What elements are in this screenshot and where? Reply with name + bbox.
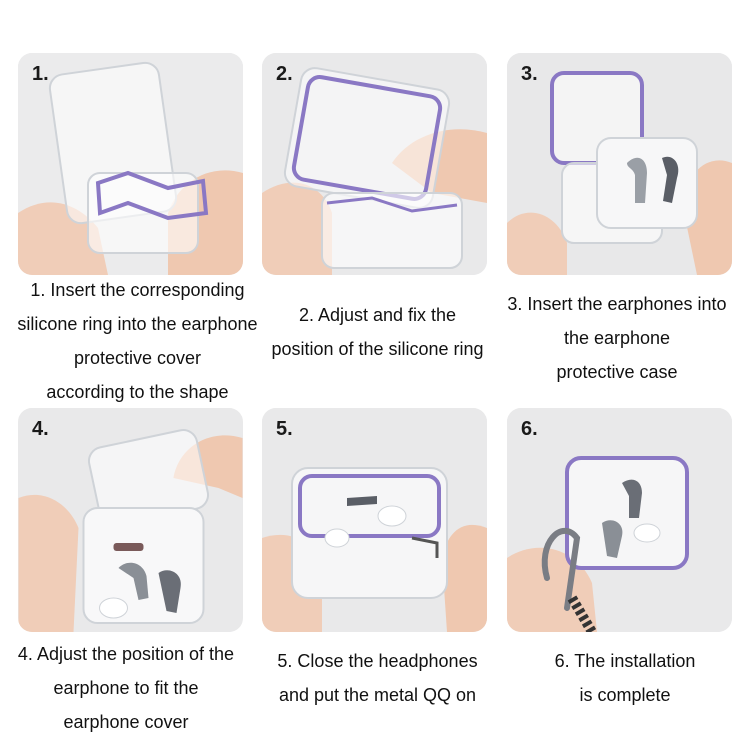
step-6-number: 6.: [521, 418, 538, 440]
caption-line: the earphone: [563, 328, 671, 348]
step-4-illustration: [18, 408, 243, 632]
caption-line: is complete: [579, 685, 671, 705]
step-6-photo: 6.: [507, 408, 732, 632]
caption-line: earphone to fit the: [53, 678, 199, 698]
caption-line: 5. Close the headphones: [277, 651, 478, 671]
step-5-number: 5.: [276, 418, 293, 440]
step-4-number: 4.: [32, 418, 49, 440]
caption-line: 4. Adjust the position of the: [17, 644, 235, 664]
caption-line: silicone ring into the earphone: [17, 314, 258, 334]
step-3-number: 3.: [521, 63, 538, 85]
step-2-number: 2.: [276, 63, 293, 85]
step-4-photo: 4.: [18, 408, 243, 632]
caption-line: earphone cover: [63, 712, 189, 732]
step-3-caption: 3. Insert the earphones into the earphon…: [492, 287, 742, 389]
step-5-illustration: [262, 408, 487, 632]
step-3-photo: 3.: [507, 53, 732, 275]
caption-line: protective cover: [73, 348, 202, 368]
step-1-number: 1.: [32, 63, 49, 85]
caption-line: and put the metal QQ on: [278, 685, 477, 705]
caption-line: 3. Insert the earphones into: [507, 294, 727, 314]
caption-line: 2. Adjust and fix the: [298, 305, 457, 325]
step-2-illustration: [262, 53, 487, 275]
caption-line: protective case: [556, 362, 678, 382]
step-6-illustration: [507, 408, 732, 632]
step-3-illustration: [507, 53, 732, 275]
step-1-photo: 1.: [18, 53, 243, 275]
step-1-caption: 1. Insert the corresponding silicone rin…: [0, 273, 275, 409]
step-4-caption: 4. Adjust the position of the earphone t…: [0, 637, 252, 739]
caption-line: 6. The installation: [554, 651, 696, 671]
step-2-caption: 2. Adjust and fix the position of the si…: [255, 298, 500, 366]
step-2-photo: 2.: [262, 53, 487, 275]
step-1-illustration: [18, 53, 243, 275]
caption-line: position of the silicone ring: [271, 339, 484, 359]
caption-line: according to the shape: [46, 382, 229, 402]
step-5-photo: 5.: [262, 408, 487, 632]
step-6-caption: 6. The installation is complete: [500, 644, 750, 712]
step-5-caption: 5. Close the headphones and put the meta…: [255, 644, 500, 712]
caption-line: 1. Insert the corresponding: [30, 280, 245, 300]
